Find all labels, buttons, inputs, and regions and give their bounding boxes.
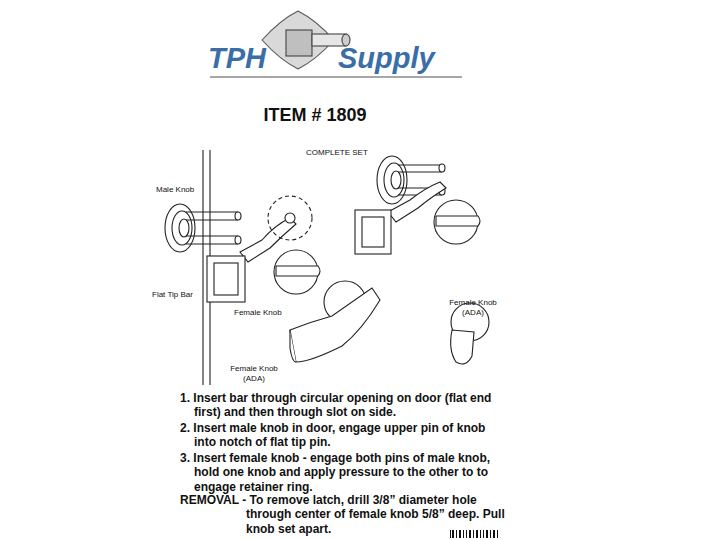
item-title: ITEM # 1809 — [230, 105, 400, 127]
logo-word: Supply — [338, 41, 468, 76]
part-label: COMPLETE SET — [306, 148, 396, 158]
complete-set — [355, 156, 480, 254]
barcode — [450, 530, 498, 538]
logo-bolt-block — [286, 30, 312, 56]
removal-note: REMOVAL - To remove latch, drill 3/8” di… — [180, 493, 510, 536]
part-label: Female Knob — [234, 308, 288, 318]
part-label: Flat Tip Bar — [152, 290, 206, 300]
part-label: Female Knob (ADA) — [224, 364, 284, 383]
female-knob — [274, 250, 320, 294]
ada-lever-knob — [290, 281, 380, 362]
part-label: Male Knob — [156, 185, 216, 195]
logo-rule — [210, 76, 462, 78]
instruction-step: 3. Insert female knob - engage both pins… — [180, 451, 500, 494]
door-edge — [202, 150, 203, 385]
instruction-step: 1. Insert bar through circular opening o… — [180, 391, 500, 420]
part-label: Female Knob (ADA) — [446, 298, 500, 317]
male-knob — [165, 204, 241, 252]
logo-word: TPH — [208, 41, 288, 76]
instruction-step: 2. Insert male knob in door, engage uppe… — [180, 421, 500, 450]
